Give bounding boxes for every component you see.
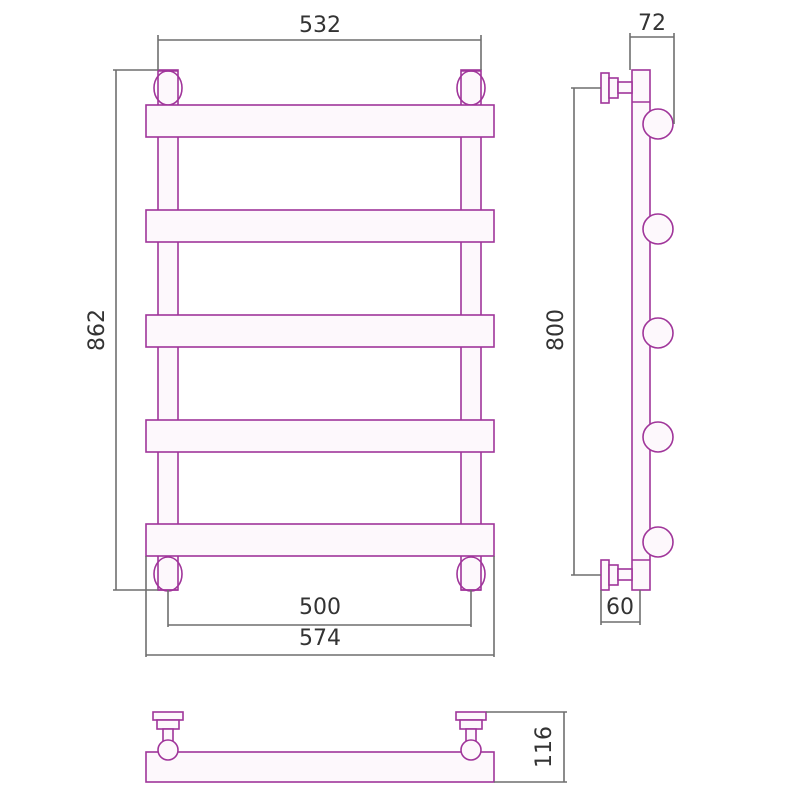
crossbar-section: [642, 213, 674, 245]
crossbar: [145, 314, 495, 348]
dimension-60: 60: [600, 590, 641, 625]
dimension-label: 72: [638, 11, 666, 36]
dimension-862: 862: [85, 69, 158, 591]
dimension-500: 500: [167, 590, 472, 627]
crossbar: [145, 104, 495, 138]
dimension-800: 800: [544, 87, 601, 576]
right-bottom-fitting: [455, 711, 487, 761]
crossbar: [145, 209, 495, 243]
dimension-label: 800: [544, 309, 569, 351]
bottom-view: [145, 711, 495, 783]
dimension-label: 862: [85, 309, 110, 351]
dimension-116: 116: [486, 711, 567, 783]
left-bottom-fitting: [152, 711, 184, 761]
crossbar-section: [642, 108, 674, 140]
dimension-label: 574: [299, 626, 341, 651]
dimension-label: 116: [532, 726, 557, 768]
dimension-72: 72: [629, 11, 675, 124]
crossbar: [145, 523, 495, 557]
crossbar-section: [642, 421, 674, 453]
crossbar-section: [642, 317, 674, 349]
dimension-574: 574: [145, 556, 495, 657]
top-fitting: [600, 72, 633, 104]
bottom-bar: [145, 751, 495, 783]
side-view: [600, 69, 674, 591]
dimension-label: 500: [299, 595, 341, 620]
crossbar-section: [642, 526, 674, 558]
dimension-532: 532: [157, 13, 482, 70]
bottom-fitting: [600, 559, 633, 591]
crossbar: [145, 419, 495, 453]
dimension-label: 532: [299, 13, 341, 38]
front-view: [145, 69, 495, 592]
dimension-label: 60: [606, 595, 634, 620]
